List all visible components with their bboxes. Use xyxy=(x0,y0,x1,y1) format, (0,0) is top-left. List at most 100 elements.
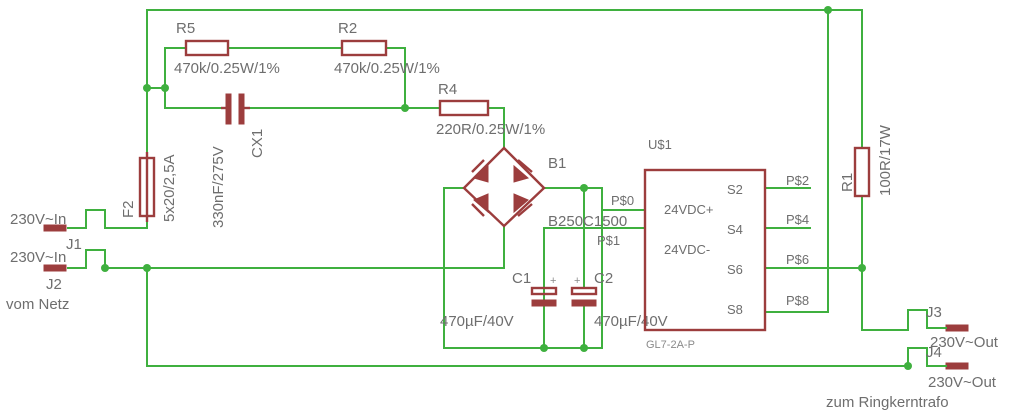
connector-j3: J3 230V~Out xyxy=(926,304,999,351)
c2-value: 470µF/40V xyxy=(594,313,668,330)
j2-pin xyxy=(43,264,67,272)
u1-pin-dc-plus: 24VDC+ xyxy=(664,202,714,217)
cx1-value: 330nF/275V xyxy=(210,146,227,228)
diode-icon xyxy=(471,159,489,183)
capacitor-cx1: CX1 330nF/275V xyxy=(210,93,266,228)
c1-plate-bottom xyxy=(531,299,557,307)
note-to-transformer: zum Ringkerntrafo xyxy=(826,394,949,411)
wire-fuse-j1 xyxy=(104,209,148,229)
diode-icon xyxy=(513,193,533,217)
r1-value: 100R/17W xyxy=(877,124,894,196)
c2-plate-top xyxy=(570,286,598,296)
cx1-plate-left xyxy=(225,93,232,125)
u1-pin-s2: S2 xyxy=(727,182,743,197)
j4-name: J4 xyxy=(926,344,942,361)
resistor-r5: R5 470k/0.25W/1% xyxy=(174,20,280,77)
j2-value: 230V~In xyxy=(10,249,66,266)
junction-dot xyxy=(858,264,866,272)
j1-value: 230V~In xyxy=(10,211,66,228)
junction-dot xyxy=(143,264,151,272)
u1-pin-s4: S4 xyxy=(727,222,743,237)
junction-dot xyxy=(143,84,151,92)
wire-r1-j3 xyxy=(861,195,928,331)
resistor-r4-body xyxy=(438,99,490,117)
connector-j2: 230V~In J2 vom Netz xyxy=(6,249,106,313)
u1-pad-p8: P$8 xyxy=(786,293,809,308)
resistor-r2-body xyxy=(340,39,388,57)
b1-value: B250C1500 xyxy=(548,213,627,230)
b1-name: B1 xyxy=(548,155,566,172)
junction-dot xyxy=(161,84,169,92)
note-from-grid: vom Netz xyxy=(6,296,69,313)
r1-name: R1 xyxy=(839,173,856,192)
diode-icon xyxy=(471,193,489,217)
c1-value: 470µF/40V xyxy=(440,313,514,330)
u1-pin-s6: S6 xyxy=(727,262,743,277)
bridge-rectifier-b1: B1 B250C1500 xyxy=(462,146,627,230)
c1-name: C1 xyxy=(512,270,531,287)
wire-r5-left xyxy=(146,47,187,89)
wire-j4 xyxy=(907,347,928,367)
cx1-plate-right xyxy=(238,93,245,125)
wires xyxy=(104,9,928,367)
r2-name: R2 xyxy=(338,20,357,37)
resistor-r4: R4 220R/0.25W/1% xyxy=(436,81,545,138)
resistor-r1-body xyxy=(853,146,871,198)
r2-value: 470k/0.25W/1% xyxy=(334,60,440,77)
junctions xyxy=(101,6,912,370)
wire-r2-right xyxy=(385,47,406,109)
j1-pin xyxy=(43,224,67,232)
cx1-name: CX1 xyxy=(249,129,266,158)
capacitor-c1: + C1 470µF/40V xyxy=(440,270,558,330)
c2-plus: + xyxy=(574,275,580,287)
j4-value: 230V~Out xyxy=(928,374,997,391)
wire-r4-bridge xyxy=(487,107,505,149)
f2-value: 5x20/2,5A xyxy=(161,154,178,222)
junction-dot xyxy=(580,184,588,192)
junction-dot xyxy=(580,344,588,352)
junction-dot xyxy=(540,344,548,352)
diode-icon xyxy=(513,159,533,183)
r5-value: 470k/0.25W/1% xyxy=(174,60,280,77)
c2-plate-bottom xyxy=(571,299,597,307)
c2-name: C2 xyxy=(594,270,613,287)
wire-dc-minus xyxy=(443,187,603,349)
u1-pad-p4: P$4 xyxy=(786,212,809,227)
connector-j1: 230V~In J1 xyxy=(10,209,106,253)
j4-pin xyxy=(945,362,969,370)
r4-name: R4 xyxy=(438,81,457,98)
u1-pin-s8: S8 xyxy=(727,302,743,317)
u1-pad-p1: P$1 xyxy=(597,233,620,248)
wire-cx1-left xyxy=(164,87,227,109)
module-u1: U$1 GL7-2A-P 24VDC+ 24VDC- S2 S4 S6 S8 P… xyxy=(597,137,809,351)
j2-name: J2 xyxy=(46,276,62,293)
wire-dc-plus xyxy=(543,187,646,211)
u1-pin-dc-minus: 24VDC- xyxy=(664,242,710,257)
u1-value: GL7-2A-P xyxy=(646,339,695,351)
junction-dot xyxy=(824,6,832,14)
u1-pad-p6: P$6 xyxy=(786,252,809,267)
u1-name: U$1 xyxy=(648,137,672,152)
resistor-r1: R1 100R/17W xyxy=(839,124,894,198)
capacitor-c2: + C2 470µF/40V xyxy=(570,270,668,330)
fuse-f2: F2 5x20/2,5A xyxy=(120,152,178,222)
module-u1-body xyxy=(643,168,767,332)
r5-name: R5 xyxy=(176,20,195,37)
j3-pin xyxy=(945,324,969,332)
u1-pad-p0: P$0 xyxy=(611,193,634,208)
j1-name: J1 xyxy=(66,236,82,253)
c1-plus: + xyxy=(550,275,556,287)
wire-neutral xyxy=(104,225,505,269)
u1-pad-p2: P$2 xyxy=(786,173,809,188)
c1-plate-top xyxy=(530,286,558,296)
resistor-r5-body xyxy=(184,39,230,57)
junction-dot xyxy=(904,362,912,370)
resistor-r2: R2 470k/0.25W/1% xyxy=(334,20,440,77)
bridge-outline xyxy=(462,146,546,228)
junction-dot xyxy=(401,104,409,112)
j3-name: J3 xyxy=(926,304,942,321)
f2-name: F2 xyxy=(120,200,137,218)
r4-value: 220R/0.25W/1% xyxy=(436,121,545,138)
